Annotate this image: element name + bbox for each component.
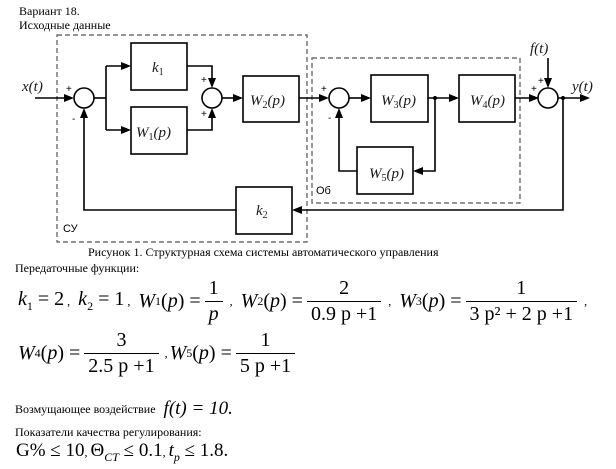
disturbance-value: f(t) = 10. xyxy=(163,398,233,419)
disturbance-text: Возмущающее воздействие xyxy=(15,401,156,416)
summing-junction-3 xyxy=(328,87,350,109)
arrow-head xyxy=(64,94,74,102)
block-k1-label: k1 xyxy=(152,60,164,78)
figure-caption: Рисунок 1. Структурная схема системы авт… xyxy=(88,245,439,259)
plant-group-label: Об xyxy=(316,185,331,197)
block-k2-label: k2 xyxy=(256,203,268,221)
controller-group-box xyxy=(56,34,308,243)
output-label: y(t) xyxy=(570,79,593,95)
block-w4-label: W4(p) xyxy=(470,93,505,111)
sign-minus: - xyxy=(72,114,75,125)
block-w3 xyxy=(370,74,429,123)
block-w2 xyxy=(242,75,300,123)
sign-plus: + xyxy=(201,75,207,86)
block-w3-label: W3(p) xyxy=(381,93,416,111)
overshoot: G% ≤ 10 xyxy=(16,440,85,461)
block-k1 xyxy=(130,42,188,91)
sign-plus: + xyxy=(321,84,327,95)
input-label: x(t) xyxy=(21,79,43,95)
sign-plus: + xyxy=(201,109,207,120)
eq-k2: k2 = 1 xyxy=(78,288,125,313)
summing-junction-1 xyxy=(73,87,95,109)
quality-heading: Показатели качества регулирования: xyxy=(15,425,202,439)
disturbance-line: Возмущающее воздействие f(t) = 10. xyxy=(15,398,233,420)
block-k2 xyxy=(235,186,293,235)
sign-minus: - xyxy=(328,113,331,124)
summing-junction-2 xyxy=(201,87,223,109)
block-w5-label: W5(p) xyxy=(369,166,404,184)
eq-k1: k1 = 2 xyxy=(18,288,65,313)
summing-junction-4 xyxy=(537,87,559,109)
transfer-functions-heading: Передаточные функции: xyxy=(15,261,140,275)
sign-plus: + xyxy=(538,76,544,87)
disturbance-label: f(t) xyxy=(530,41,548,57)
block-w4 xyxy=(458,74,516,123)
block-w1-label: W1(p) xyxy=(136,125,171,143)
variant-title: Вариант 18. xyxy=(19,4,80,18)
sign-plus: + xyxy=(531,84,537,95)
settling-time: tp ≤ 1.8. xyxy=(168,440,229,464)
initial-data-heading: Исходные данные xyxy=(19,18,111,32)
controller-group-label: СУ xyxy=(63,223,79,235)
quality-indicators: G% ≤ 10, ΘCT ≤ 0.1, tp ≤ 1.8. xyxy=(16,440,229,464)
block-w5 xyxy=(356,146,414,195)
block-w2-label: W2(p) xyxy=(250,93,285,111)
block-diagram: СУ Об x(t) + - k1 W1(p) + + W2(p) + - W3… xyxy=(21,34,593,243)
static-error: ΘCT ≤ 0.1 xyxy=(90,440,163,464)
plant-group-box xyxy=(311,57,521,204)
sign-plus: + xyxy=(66,84,72,95)
